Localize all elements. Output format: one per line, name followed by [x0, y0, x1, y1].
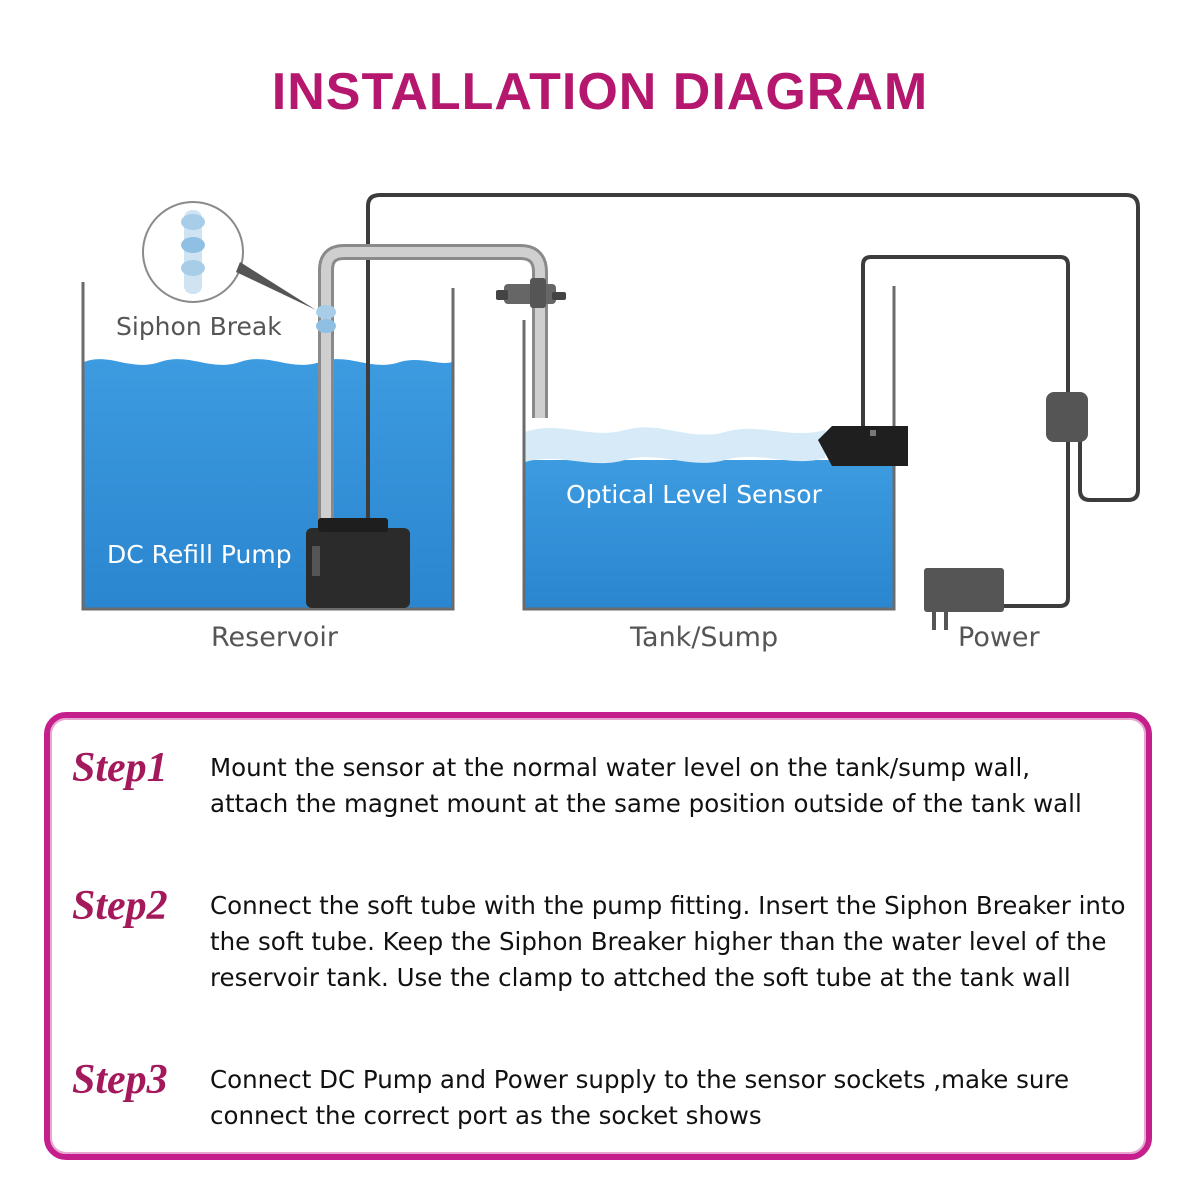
step-label: Step1: [72, 745, 168, 791]
reservoir-label: Reservoir: [211, 622, 339, 653]
optical-level-sensor: [818, 426, 908, 466]
dc-refill-pump: [306, 518, 410, 608]
siphon-break-label: Siphon Break: [116, 312, 282, 341]
power-label: Power: [958, 622, 1040, 653]
tank-water: [525, 460, 893, 608]
step-text-line: reservoir tank. Use the clamp to attched…: [210, 963, 1071, 992]
tube-clamp: [496, 278, 566, 308]
sensor-cable: [861, 255, 1070, 434]
step-text: Connect the soft tube with the pump fitt…: [210, 888, 1150, 996]
step-text-line: connect the correct port as the socket s…: [210, 1101, 762, 1130]
tank-sump-label: Tank/Sump: [630, 622, 779, 653]
power-adapter: [924, 568, 1004, 630]
step-text: Connect DC Pump and Power supply to the …: [210, 1062, 1150, 1134]
step-text-line: Connect the soft tube with the pump fitt…: [210, 891, 1126, 920]
controller-box: [1046, 392, 1088, 442]
page-title: INSTALLATION DIAGRAM: [271, 63, 929, 121]
tank-water-foam: [525, 427, 825, 464]
steps-panel: Step1 Mount the sensor at the normal wat…: [44, 712, 1152, 1160]
step-label: Step2: [72, 883, 168, 929]
dc-refill-pump-label: DC Refill Pump: [107, 540, 292, 569]
power-cable: [1004, 440, 1070, 608]
reservoir-container: [81, 282, 455, 611]
step-text-line: attach the magnet mount at the same posi…: [210, 789, 1082, 818]
step-text-line: the soft tube. Keep the Siphon Breaker h…: [210, 927, 1107, 956]
step-label: Step3: [72, 1057, 168, 1103]
step-text-line: Connect DC Pump and Power supply to the …: [210, 1065, 1070, 1094]
pump-cable: [366, 193, 1140, 530]
siphon-break-fitting: [316, 305, 336, 333]
step-text-line: Mount the sensor at the normal water lev…: [210, 753, 1031, 782]
installation-diagram: [81, 193, 1140, 630]
step-text: Mount the sensor at the normal water lev…: [210, 750, 1150, 822]
siphon-break-magnifier: [142, 201, 316, 310]
optical-level-sensor-label: Optical Level Sensor: [566, 480, 822, 509]
